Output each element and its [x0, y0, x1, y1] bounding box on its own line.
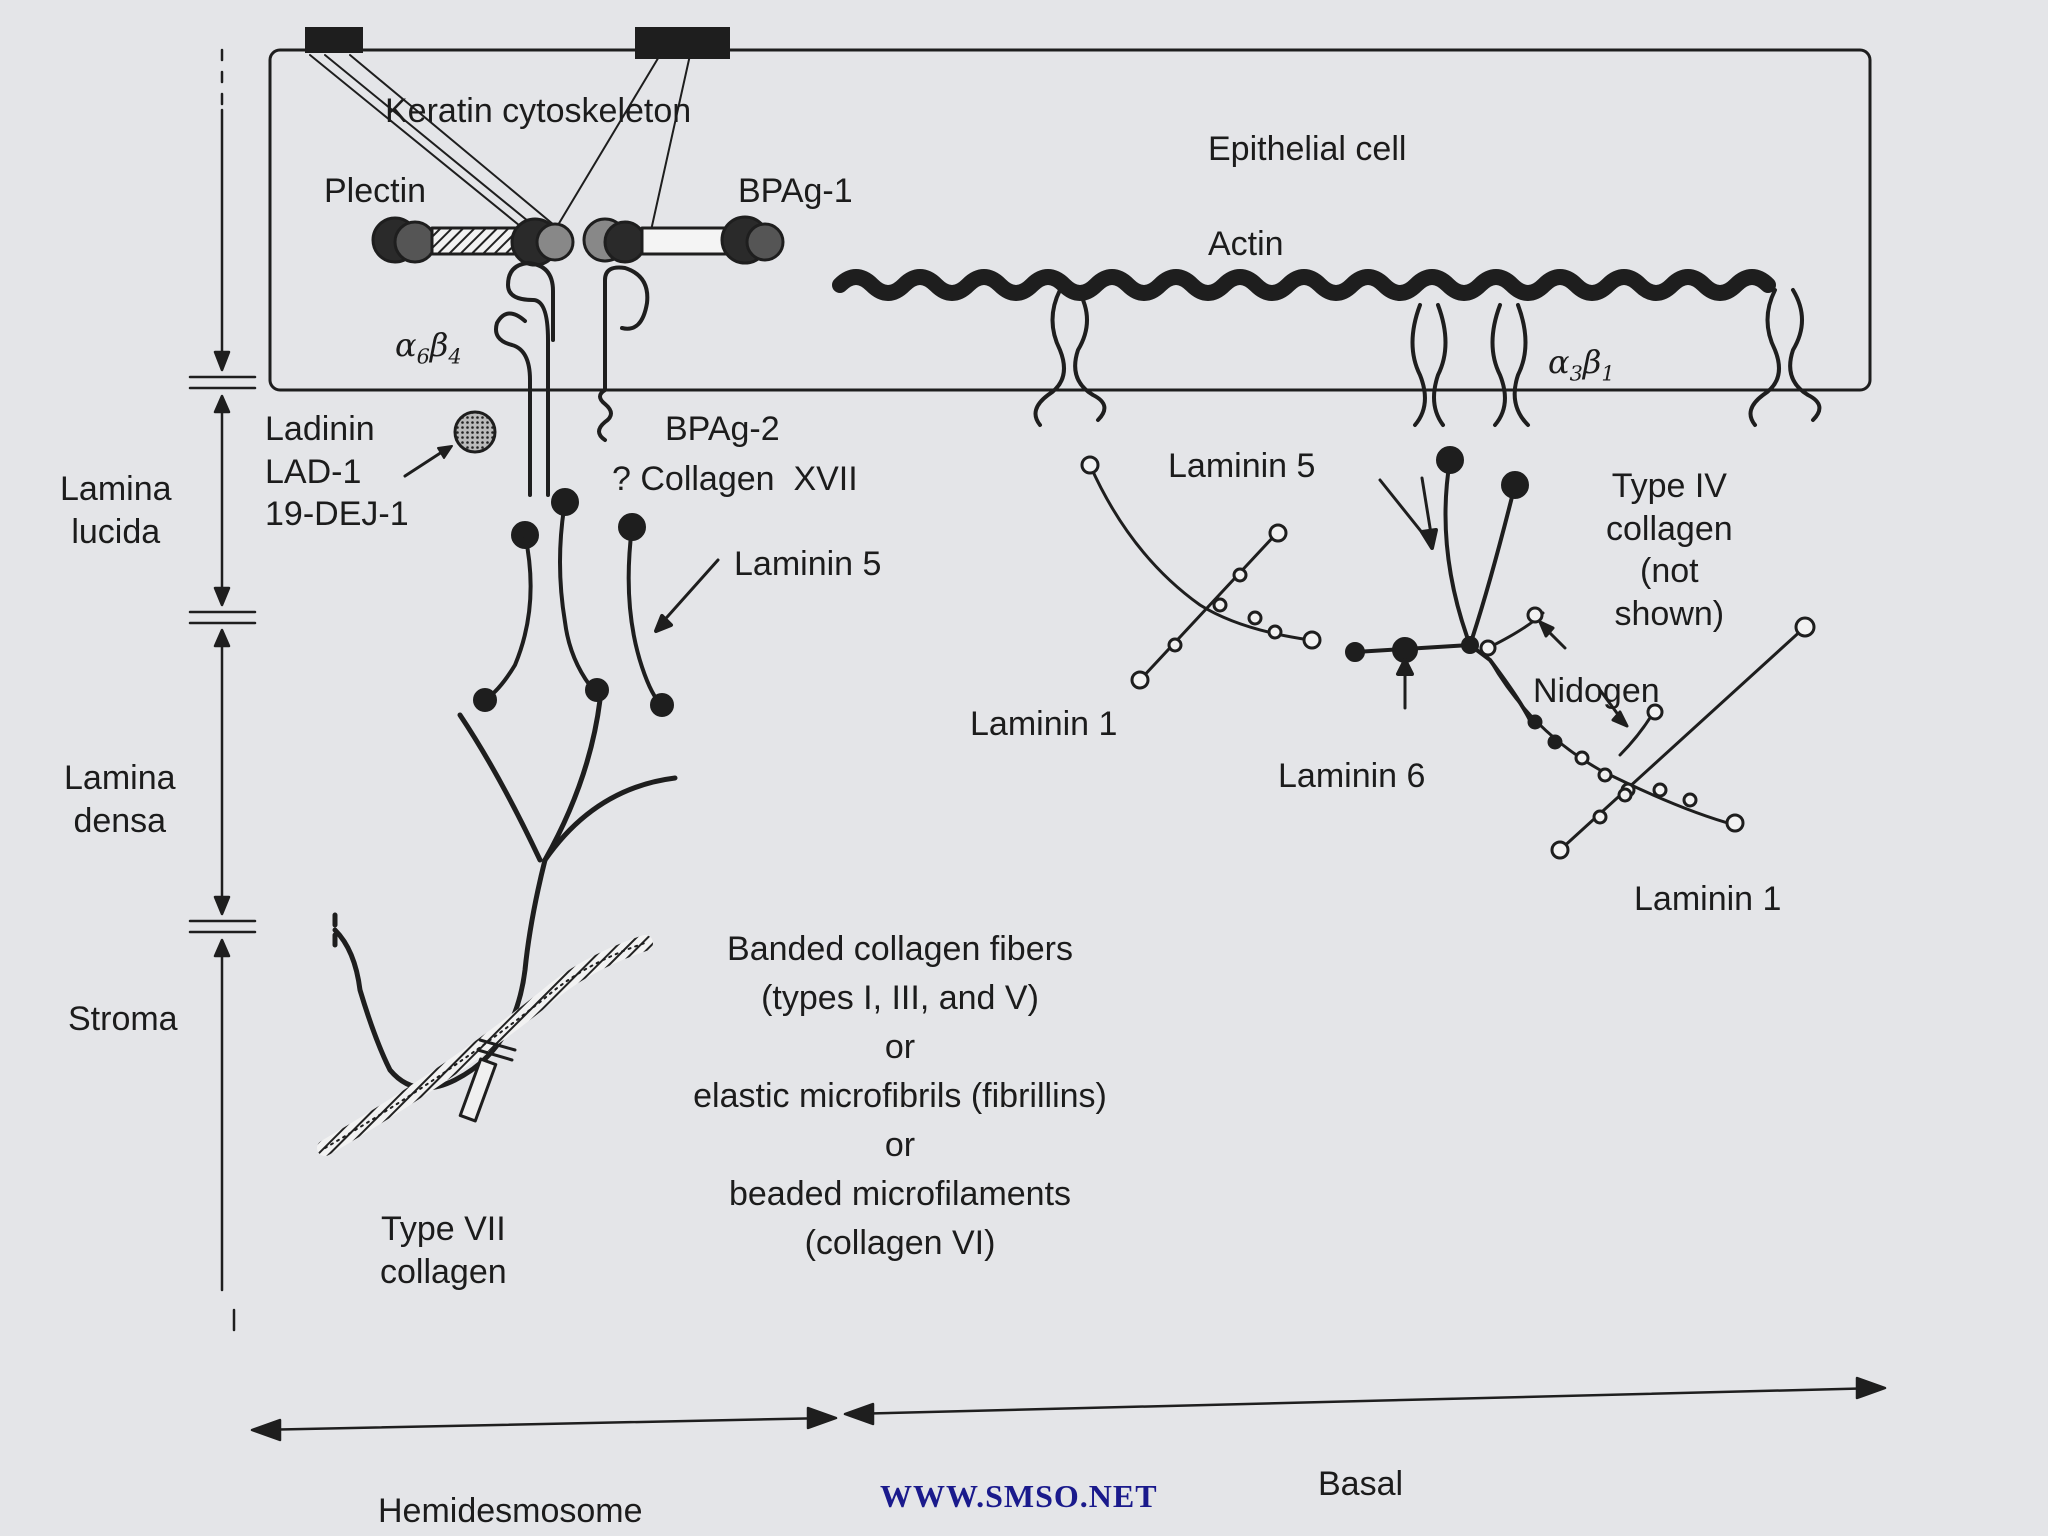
laminin5-right-label: Laminin 5: [1168, 447, 1316, 485]
integrin-a6b4-label: α6β4: [395, 326, 462, 369]
type-vii-collagen-label: Type VII collagen: [380, 1210, 507, 1291]
anchoring-fibril-link: [458, 1038, 517, 1123]
laminin5-left: [473, 488, 720, 717]
laminin6-label: Laminin 6: [1278, 757, 1426, 795]
collagen-xvii-label: ? Collagen XVII: [612, 460, 858, 498]
keratin-filaments: [309, 54, 691, 236]
laminin1-left-label: Laminin 1: [970, 705, 1118, 743]
integrin-a3b1-label: α3β1: [1548, 343, 1615, 386]
actin-filament: [832, 269, 1776, 301]
top-plate-right: [635, 27, 730, 59]
laminin5-left-label: Laminin 5: [734, 545, 882, 583]
plectin-complex: [371, 216, 575, 267]
actin-label: Actin: [1208, 225, 1284, 263]
laminin1-left: [1080, 455, 1322, 690]
watermark: WWW.SMSO.NET: [880, 1478, 1158, 1514]
type-iv-collagen-label: Type IV collagen (not shown): [1606, 467, 1733, 633]
nidogen-label: Nidogen: [1533, 672, 1660, 710]
banded-collagen-label: Banded collagen fibers (types I, III, an…: [693, 930, 1107, 1262]
hemidesmosome-label: Hemidesmosome: [378, 1492, 643, 1530]
bpag1-complex: [582, 215, 785, 265]
integrin-a3b1-group: [1033, 288, 1822, 427]
ladinin-arrow: [403, 448, 447, 478]
stroma-label: Stroma: [68, 1000, 178, 1038]
laminin1-right-label: Laminin 1: [1634, 880, 1782, 918]
epithelial-cell-label: Epithelial cell: [1208, 130, 1407, 168]
keratin-label: Keratin cytoskeleton: [385, 92, 692, 130]
bpag2-label: BPAg-2: [665, 410, 780, 448]
plectin-label: Plectin: [324, 172, 427, 210]
bottom-extent-arrows: [250, 1376, 1887, 1442]
ladinin-granule: [453, 410, 497, 454]
bpag2-molecule: [597, 265, 650, 442]
layer-scale: [188, 48, 257, 1332]
ladinin-label: Ladinin LAD-1 19-DEJ-1: [265, 410, 409, 533]
basal-label: Basal: [1318, 1465, 1404, 1503]
banded-collagen-fiber: [317, 935, 653, 1156]
epithelial-cell-outline: [268, 48, 1872, 392]
laminin1-right: [1488, 616, 1816, 860]
lamina-lucida-label: Lamina lucida: [60, 470, 172, 551]
nidogen: [1479, 606, 1664, 757]
top-plate-left: [305, 27, 363, 53]
lamina-densa-label: Lamina densa: [64, 759, 176, 840]
bpag1-label: BPAg-1: [738, 172, 853, 210]
integrin-a6b4: [494, 261, 555, 497]
